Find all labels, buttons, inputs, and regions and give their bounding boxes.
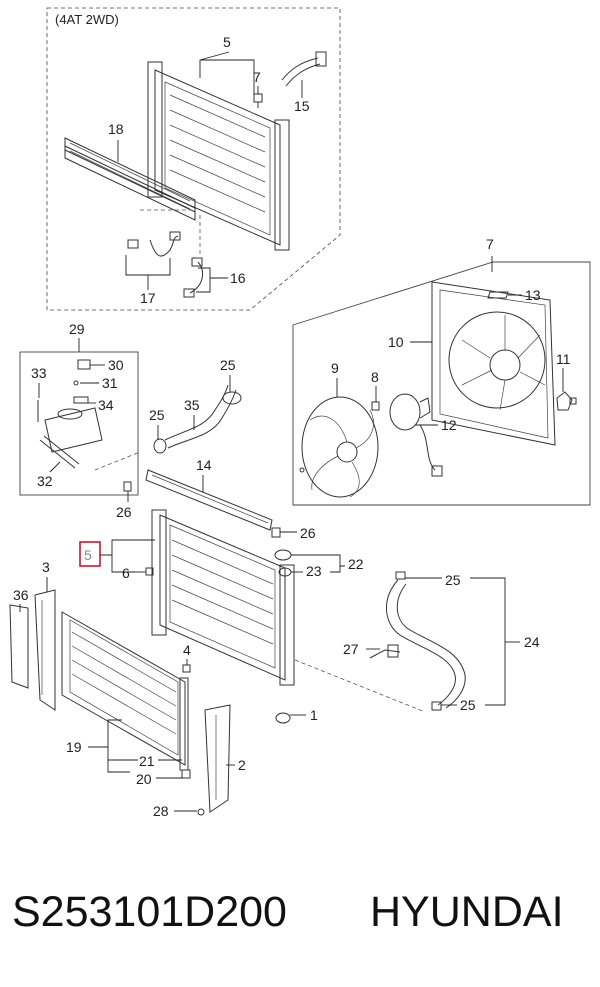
callout-27[interactable]: 27	[343, 641, 359, 657]
guard-36	[9, 604, 29, 689]
callout-7-fan[interactable]: 7	[486, 236, 494, 252]
callout-26-right[interactable]: 26	[300, 525, 316, 541]
sensor-27	[369, 644, 401, 659]
variant-box: (4AT 2WD)	[46, 7, 341, 311]
fan-box	[292, 261, 591, 506]
callout-3[interactable]: 3	[42, 559, 50, 575]
callout-5-top[interactable]: 5	[223, 34, 231, 50]
cap-25	[222, 391, 242, 405]
variant-label: (4AT 2WD)	[55, 12, 119, 27]
clamp-25	[153, 438, 167, 454]
bracket-14	[145, 469, 273, 531]
callout-25-hose-bottom[interactable]: 25	[460, 697, 476, 713]
callout-5-main[interactable]: 5	[84, 547, 92, 563]
radiator-main	[151, 509, 295, 686]
callout-25-hose-top[interactable]: 25	[445, 572, 461, 588]
callout-31[interactable]: 31	[102, 375, 118, 391]
callout-6[interactable]: 6	[122, 565, 130, 581]
bolt-7-top	[253, 93, 263, 108]
motor-12	[389, 393, 443, 477]
hose-24	[385, 579, 466, 709]
oil-cooler-18	[64, 137, 196, 221]
callout-10[interactable]: 10	[388, 334, 404, 350]
callout-35[interactable]: 35	[184, 397, 200, 413]
callout-4[interactable]: 4	[183, 642, 191, 658]
callout-36[interactable]: 36	[13, 587, 29, 603]
callout-25-cap[interactable]: 25	[220, 357, 236, 373]
cap-30	[77, 359, 91, 370]
shroud-10	[431, 281, 556, 446]
part-number: S253101D200	[12, 888, 287, 936]
callout-33[interactable]: 33	[31, 365, 47, 381]
callout-8[interactable]: 8	[371, 369, 379, 385]
callout-25-clamp[interactable]: 25	[149, 407, 165, 423]
seal-31	[73, 380, 79, 386]
cap-22	[274, 549, 292, 561]
callout-30[interactable]: 30	[108, 357, 124, 373]
clamp-25-lower	[431, 701, 442, 711]
part-11	[556, 391, 577, 411]
fan-9	[299, 396, 379, 498]
label-13	[487, 291, 509, 299]
callout-15[interactable]: 15	[294, 98, 310, 114]
callout-9[interactable]: 9	[331, 360, 339, 376]
callout-18[interactable]: 18	[108, 121, 124, 137]
callout-24[interactable]: 24	[524, 634, 540, 650]
screw-8	[371, 401, 380, 411]
callout-29[interactable]: 29	[69, 321, 85, 337]
callout-23[interactable]: 23	[306, 563, 322, 579]
callout-19[interactable]: 19	[66, 739, 82, 755]
callout-12[interactable]: 12	[441, 417, 457, 433]
callout-26-left[interactable]: 26	[116, 504, 132, 520]
bolt-26-left	[123, 481, 132, 492]
callout-1[interactable]: 1	[310, 707, 318, 723]
bolt-4	[182, 664, 191, 673]
hose-15	[281, 51, 327, 87]
radiator-top	[147, 61, 290, 251]
hose-35	[164, 384, 237, 449]
callout-7-top[interactable]: 7	[253, 69, 261, 85]
callout-34[interactable]: 34	[98, 397, 114, 413]
callout-20[interactable]: 20	[136, 771, 152, 787]
brand-name: HYUNDAI	[370, 888, 564, 936]
callout-22[interactable]: 22	[348, 556, 364, 572]
parts-diagram: (4AT 2WD) 5	[9, 7, 591, 819]
reservoir-32	[39, 407, 103, 469]
callout-28[interactable]: 28	[153, 803, 169, 819]
callout-13[interactable]: 13	[525, 287, 541, 303]
hose-34	[73, 396, 89, 404]
guard-3	[34, 589, 56, 711]
callout-32[interactable]: 32	[37, 473, 53, 489]
bolt-6	[145, 567, 154, 576]
callout-2[interactable]: 2	[238, 757, 246, 773]
callout-14[interactable]: 14	[196, 457, 212, 473]
condenser-19	[61, 611, 191, 779]
callout-5-highlight	[79, 541, 101, 567]
guard-2	[204, 704, 231, 813]
hoses-16-17	[127, 231, 203, 298]
callout-17[interactable]: 17	[140, 290, 156, 306]
bolt-28	[197, 808, 205, 816]
bolt-26-right	[271, 527, 281, 538]
callout-16[interactable]: 16	[230, 270, 246, 286]
mount-1	[275, 712, 291, 724]
callout-11[interactable]: 11	[556, 351, 571, 367]
callout-21[interactable]: 21	[139, 753, 155, 769]
clamp-25-upper	[395, 571, 406, 580]
